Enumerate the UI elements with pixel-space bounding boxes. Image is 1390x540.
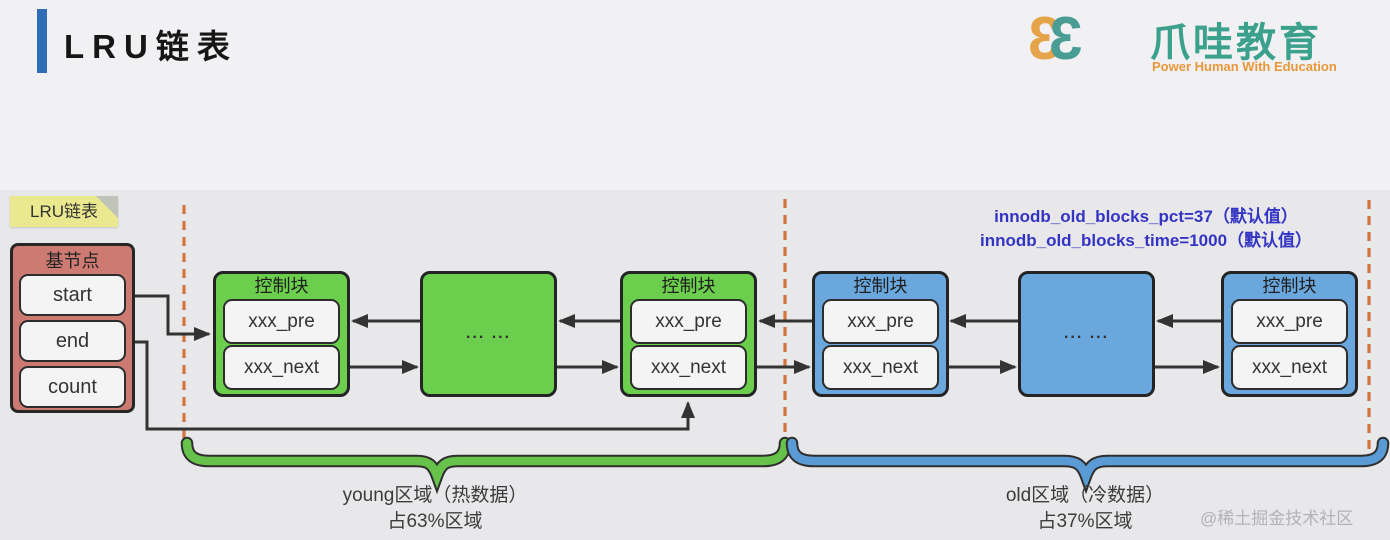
- pointer-cell-pre: xxx_pre: [1231, 299, 1348, 344]
- control-block-title: 控制块: [254, 276, 309, 296]
- community-watermark: @稀土掘金技术社区: [1200, 509, 1354, 528]
- page-title: LRU链表: [64, 28, 238, 65]
- old-control-block-1: 控制块 xxx_pre xxx_next: [812, 271, 949, 397]
- young-ellipsis-block: ... ...: [420, 271, 557, 397]
- base-node-cell-end: end: [19, 320, 126, 362]
- control-block-title: 控制块: [853, 276, 908, 296]
- pointer-cell-next: xxx_next: [223, 345, 340, 390]
- young-control-block-1: 控制块 xxx_pre xxx_next: [213, 271, 350, 397]
- pointer-cell-next: xxx_next: [1231, 345, 1348, 390]
- pointer-cell-pre: xxx_pre: [630, 299, 747, 344]
- control-block-title: 控制块: [1262, 276, 1317, 296]
- old-region-label: old区域（冷数据） 占37%区域: [885, 483, 1285, 535]
- young-region-share: 占63%区域: [387, 511, 483, 532]
- innodb-params-annotation: innodb_old_blocks_pct=37（默认值） innodb_old…: [972, 205, 1320, 253]
- brand-mark-icon: 33: [1028, 5, 1083, 72]
- old-control-block-2: 控制块 xxx_pre xxx_next: [1221, 271, 1358, 397]
- brand-name: 爪哇教育: [1150, 21, 1322, 65]
- base-node-title: 基节点: [45, 251, 100, 271]
- sticky-fold-corner-icon: [96, 196, 118, 218]
- control-block-title: 控制块: [661, 276, 716, 296]
- ellipsis-label: ... ...: [465, 325, 512, 342]
- base-node-cell-count: count: [19, 366, 126, 408]
- base-node-box: 基节点 start end count: [10, 243, 135, 413]
- young-region-name: young区域（热数据）: [342, 485, 528, 506]
- pointer-cell-pre: xxx_pre: [223, 299, 340, 344]
- sticky-label-text: LRU链表: [29, 202, 98, 221]
- title-accent-bar: [37, 9, 47, 73]
- pointer-cell-pre: xxx_pre: [822, 299, 939, 344]
- young-region-label: young区域（热数据） 占63%区域: [235, 483, 635, 535]
- base-node-cell-start: start: [19, 274, 126, 316]
- old-region-share: 占37%区域: [1037, 511, 1133, 532]
- old-region-name: old区域（冷数据）: [1005, 485, 1165, 506]
- pointer-cell-next: xxx_next: [630, 345, 747, 390]
- lru-list-sticky-label: LRU链表: [10, 196, 118, 227]
- param-old-blocks-pct: innodb_old_blocks_pct=37（默认值）: [994, 207, 1298, 226]
- young-control-block-2: 控制块 xxx_pre xxx_next: [620, 271, 757, 397]
- brand-tagline: Power Human With Education: [1152, 59, 1337, 74]
- ellipsis-label: ... ...: [1063, 325, 1110, 342]
- old-ellipsis-block: ... ...: [1018, 271, 1155, 397]
- param-old-blocks-time: innodb_old_blocks_time=1000（默认值）: [979, 231, 1313, 250]
- pointer-cell-next: xxx_next: [822, 345, 939, 390]
